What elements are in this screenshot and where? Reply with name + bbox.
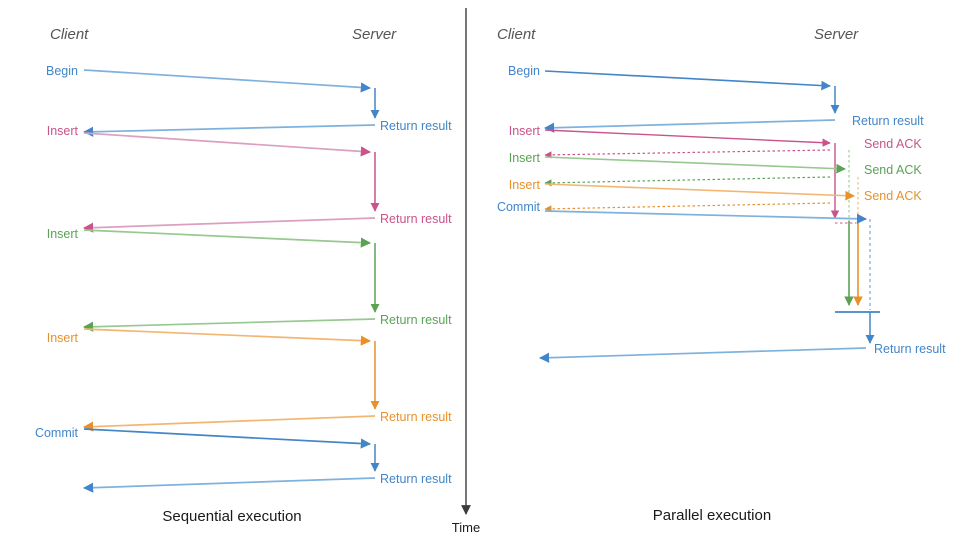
left-flow-insert-3: [82, 328, 380, 432]
right-flow-insert-2: [544, 150, 854, 306]
right-server-label-return-2: Return result: [874, 342, 946, 356]
left-flow-insert-1: [82, 132, 380, 233]
left-client-label-commit: Commit: [35, 426, 79, 440]
left-lane-title-client: Client: [50, 26, 89, 43]
arrow-begin-response: [543, 119, 836, 133]
right-server-label-return-1: Return result: [852, 114, 924, 128]
left-client-label-insert-2: Insert: [47, 227, 79, 241]
left-server-label-return-4: Return result: [380, 410, 452, 424]
arrow-insert3-response: [82, 415, 376, 432]
arrow-insert3-ack: [544, 202, 831, 213]
arrow-insert3-request: [83, 328, 372, 346]
arrow-insert2-request: [83, 229, 372, 248]
left-server-label-return-2: Return result: [380, 212, 452, 226]
left-flow-commit: [82, 428, 380, 493]
left-panel-caption: Sequential execution: [162, 508, 301, 525]
arrow-insert1-ack: [544, 149, 831, 159]
right-panel-parallel: Client Server Begin Insert Insert Insert…: [497, 26, 946, 524]
left-panel-sequential: Client Server Begin Insert Insert Insert…: [35, 26, 452, 525]
left-client-label-begin: Begin: [46, 64, 78, 78]
right-flow-commit: [538, 210, 880, 363]
left-client-label-insert-1: Insert: [47, 124, 79, 138]
arrow-commit-request: [83, 428, 372, 449]
left-server-label-return-1: Return result: [380, 119, 452, 133]
right-lane-title-client: Client: [497, 26, 536, 43]
arrow-insert2-request: [544, 156, 846, 174]
right-client-label-insert-1: Insert: [509, 124, 541, 138]
arrow-insert1-response: [82, 217, 376, 233]
left-client-label-insert-3: Insert: [47, 331, 79, 345]
arrow-begin-request: [83, 69, 372, 93]
right-client-label-insert-3: Insert: [509, 178, 541, 192]
arrow-insert1-request: [83, 132, 372, 157]
arrow-commit-response: [538, 347, 867, 363]
arrow-insert3-request: [544, 183, 855, 201]
arrow-begin-response: [82, 124, 376, 137]
right-server-label-ack-3: Send ACK: [864, 189, 922, 203]
right-server-label-ack-2: Send ACK: [864, 163, 922, 177]
arrow-commit-response: [82, 477, 376, 493]
arrow-commit-request: [544, 210, 868, 224]
right-client-label-insert-2: Insert: [509, 151, 541, 165]
left-flow-begin: [82, 69, 380, 137]
left-server-label-return-5: Return result: [380, 472, 452, 486]
left-server-label-return-3: Return result: [380, 313, 452, 327]
time-axis-label: Time: [452, 520, 480, 535]
right-flow-begin: [543, 70, 840, 133]
left-flow-insert-2: [82, 229, 380, 332]
arrow-begin-request: [544, 70, 831, 91]
right-server-label-ack-1: Send ACK: [864, 137, 922, 151]
right-lane-title-server: Server: [814, 26, 859, 43]
right-flow-insert-3: [544, 177, 863, 306]
arrow-insert2-ack: [544, 176, 831, 187]
arrow-insert2-response: [82, 318, 376, 332]
right-client-label-begin: Begin: [508, 64, 540, 78]
right-flow-insert-1: [544, 129, 856, 224]
left-lane-title-server: Server: [352, 26, 397, 43]
right-panel-caption: Parallel execution: [653, 507, 771, 524]
arrow-insert1-request: [544, 129, 831, 147]
right-client-label-commit: Commit: [497, 200, 541, 214]
